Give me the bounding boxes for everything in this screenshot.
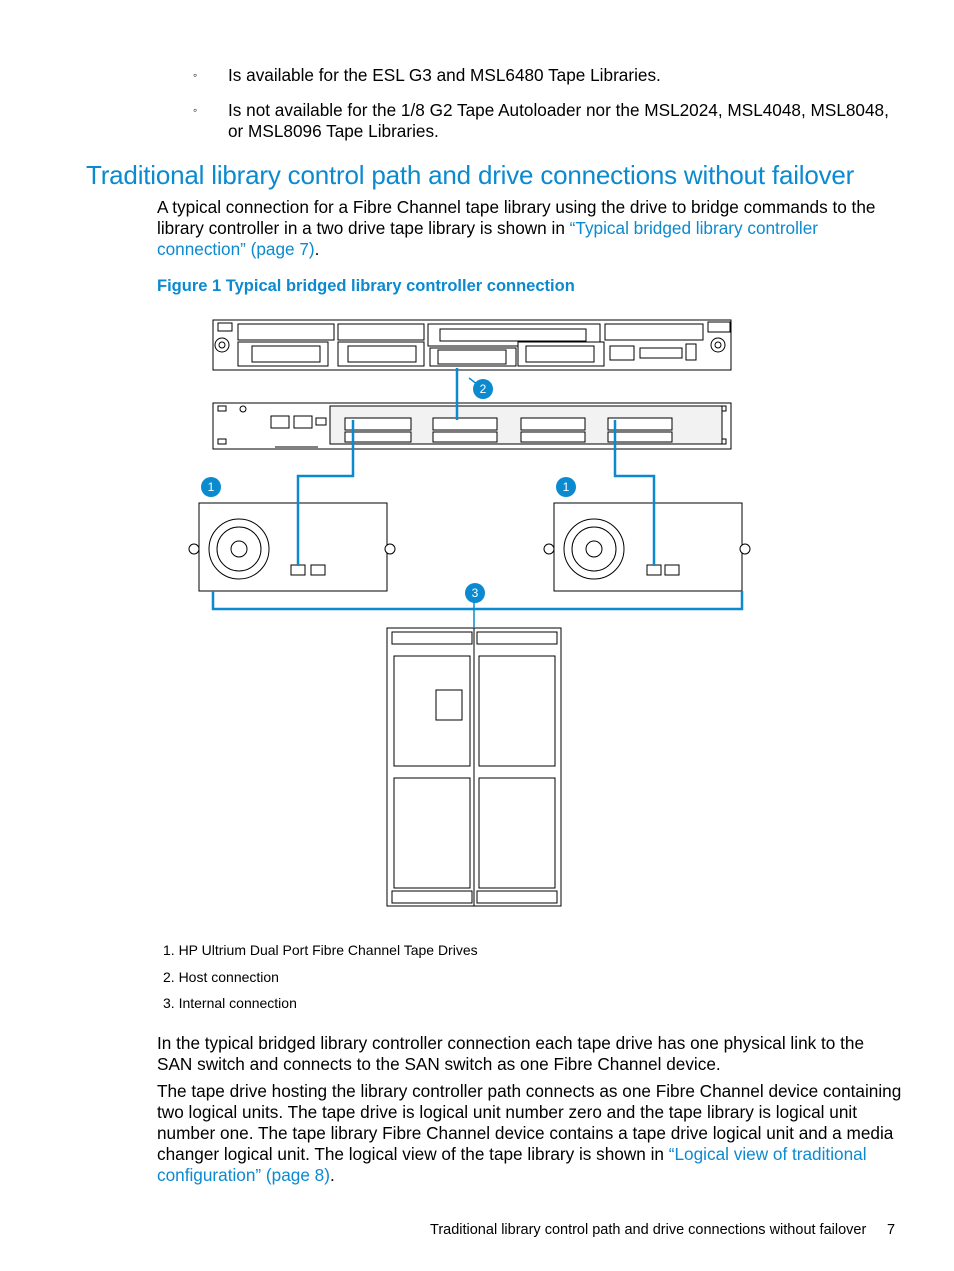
- bullet-marker: ◦: [193, 103, 198, 117]
- paragraph-line: two logical units. The tape drive is log…: [157, 1102, 857, 1122]
- connection-lines: [211, 368, 744, 628]
- intro-paragraph: A typical connection for a Fibre Channel…: [157, 197, 875, 260]
- callout-marker: [465, 583, 485, 603]
- logical-view-link[interactable]: “Logical view of traditional: [668, 1144, 867, 1164]
- paragraph-line: number one. The tape library Fibre Chann…: [157, 1123, 894, 1143]
- intro-line: library controller in a two drive tape l…: [157, 218, 875, 239]
- paragraph-line: changer logical unit. The logical view o…: [157, 1144, 901, 1165]
- figure-link[interactable]: “Typical bridged library controller: [569, 218, 819, 238]
- section-title: Traditional library control path and dri…: [86, 160, 855, 190]
- bullet-marker: ◦: [193, 68, 198, 82]
- intro-line: connection” (page 7).: [157, 239, 875, 260]
- paragraph-line: configuration” (page 8).: [157, 1165, 901, 1186]
- paragraph-line: SAN switch and connects to the SAN switc…: [157, 1054, 721, 1074]
- callout-marker: [556, 477, 576, 497]
- paragraph-end: .: [329, 1165, 335, 1185]
- figure-caption: Figure 1 Typical bridged library control…: [157, 277, 575, 295]
- paragraph-text: changer logical unit. The logical view o…: [157, 1144, 669, 1164]
- legend-item: 3. Internal connection: [163, 995, 297, 1011]
- callout-label: 1: [563, 480, 570, 494]
- bullet-item: Is not available for the 1/8 G2 Tape Aut…: [228, 100, 889, 120]
- intro-line: A typical connection for a Fibre Channel…: [157, 197, 876, 217]
- legend-item: 1. HP Ultrium Dual Port Fibre Channel Ta…: [163, 942, 478, 958]
- logical-view-link-cont[interactable]: configuration” (page 8): [157, 1165, 330, 1185]
- paragraph: In the typical bridged library controlle…: [157, 1033, 864, 1075]
- bullet-item-cont: or MSL8096 Tape Libraries.: [228, 121, 439, 141]
- tape-drive-right: [543, 502, 751, 592]
- intro-text: library controller in a two drive tape l…: [157, 218, 570, 238]
- page-number: 7: [887, 1222, 896, 1238]
- tape-library: [386, 627, 562, 907]
- paragraph: The tape drive hosting the library contr…: [157, 1081, 901, 1186]
- figure-link-cont[interactable]: connection” (page 7): [157, 239, 315, 259]
- callout-label: 2: [480, 382, 487, 396]
- intro-end: .: [314, 239, 320, 259]
- san-switch: [212, 402, 732, 450]
- tape-drive-left: [188, 502, 396, 592]
- host-server: [212, 319, 732, 371]
- callout-marker: [473, 379, 493, 399]
- bullet-item: Is available for the ESL G3 and MSL6480 …: [228, 65, 661, 85]
- paragraph-line: The tape drive hosting the library contr…: [157, 1081, 902, 1101]
- callout-label: 3: [472, 586, 479, 600]
- paragraph-line: In the typical bridged library controlle…: [157, 1033, 865, 1053]
- callout-marker: [201, 477, 221, 497]
- legend-item: 2. Host connection: [163, 969, 279, 985]
- callout-label: 1: [208, 480, 215, 494]
- footer-title: Traditional library control path and dri…: [430, 1222, 867, 1238]
